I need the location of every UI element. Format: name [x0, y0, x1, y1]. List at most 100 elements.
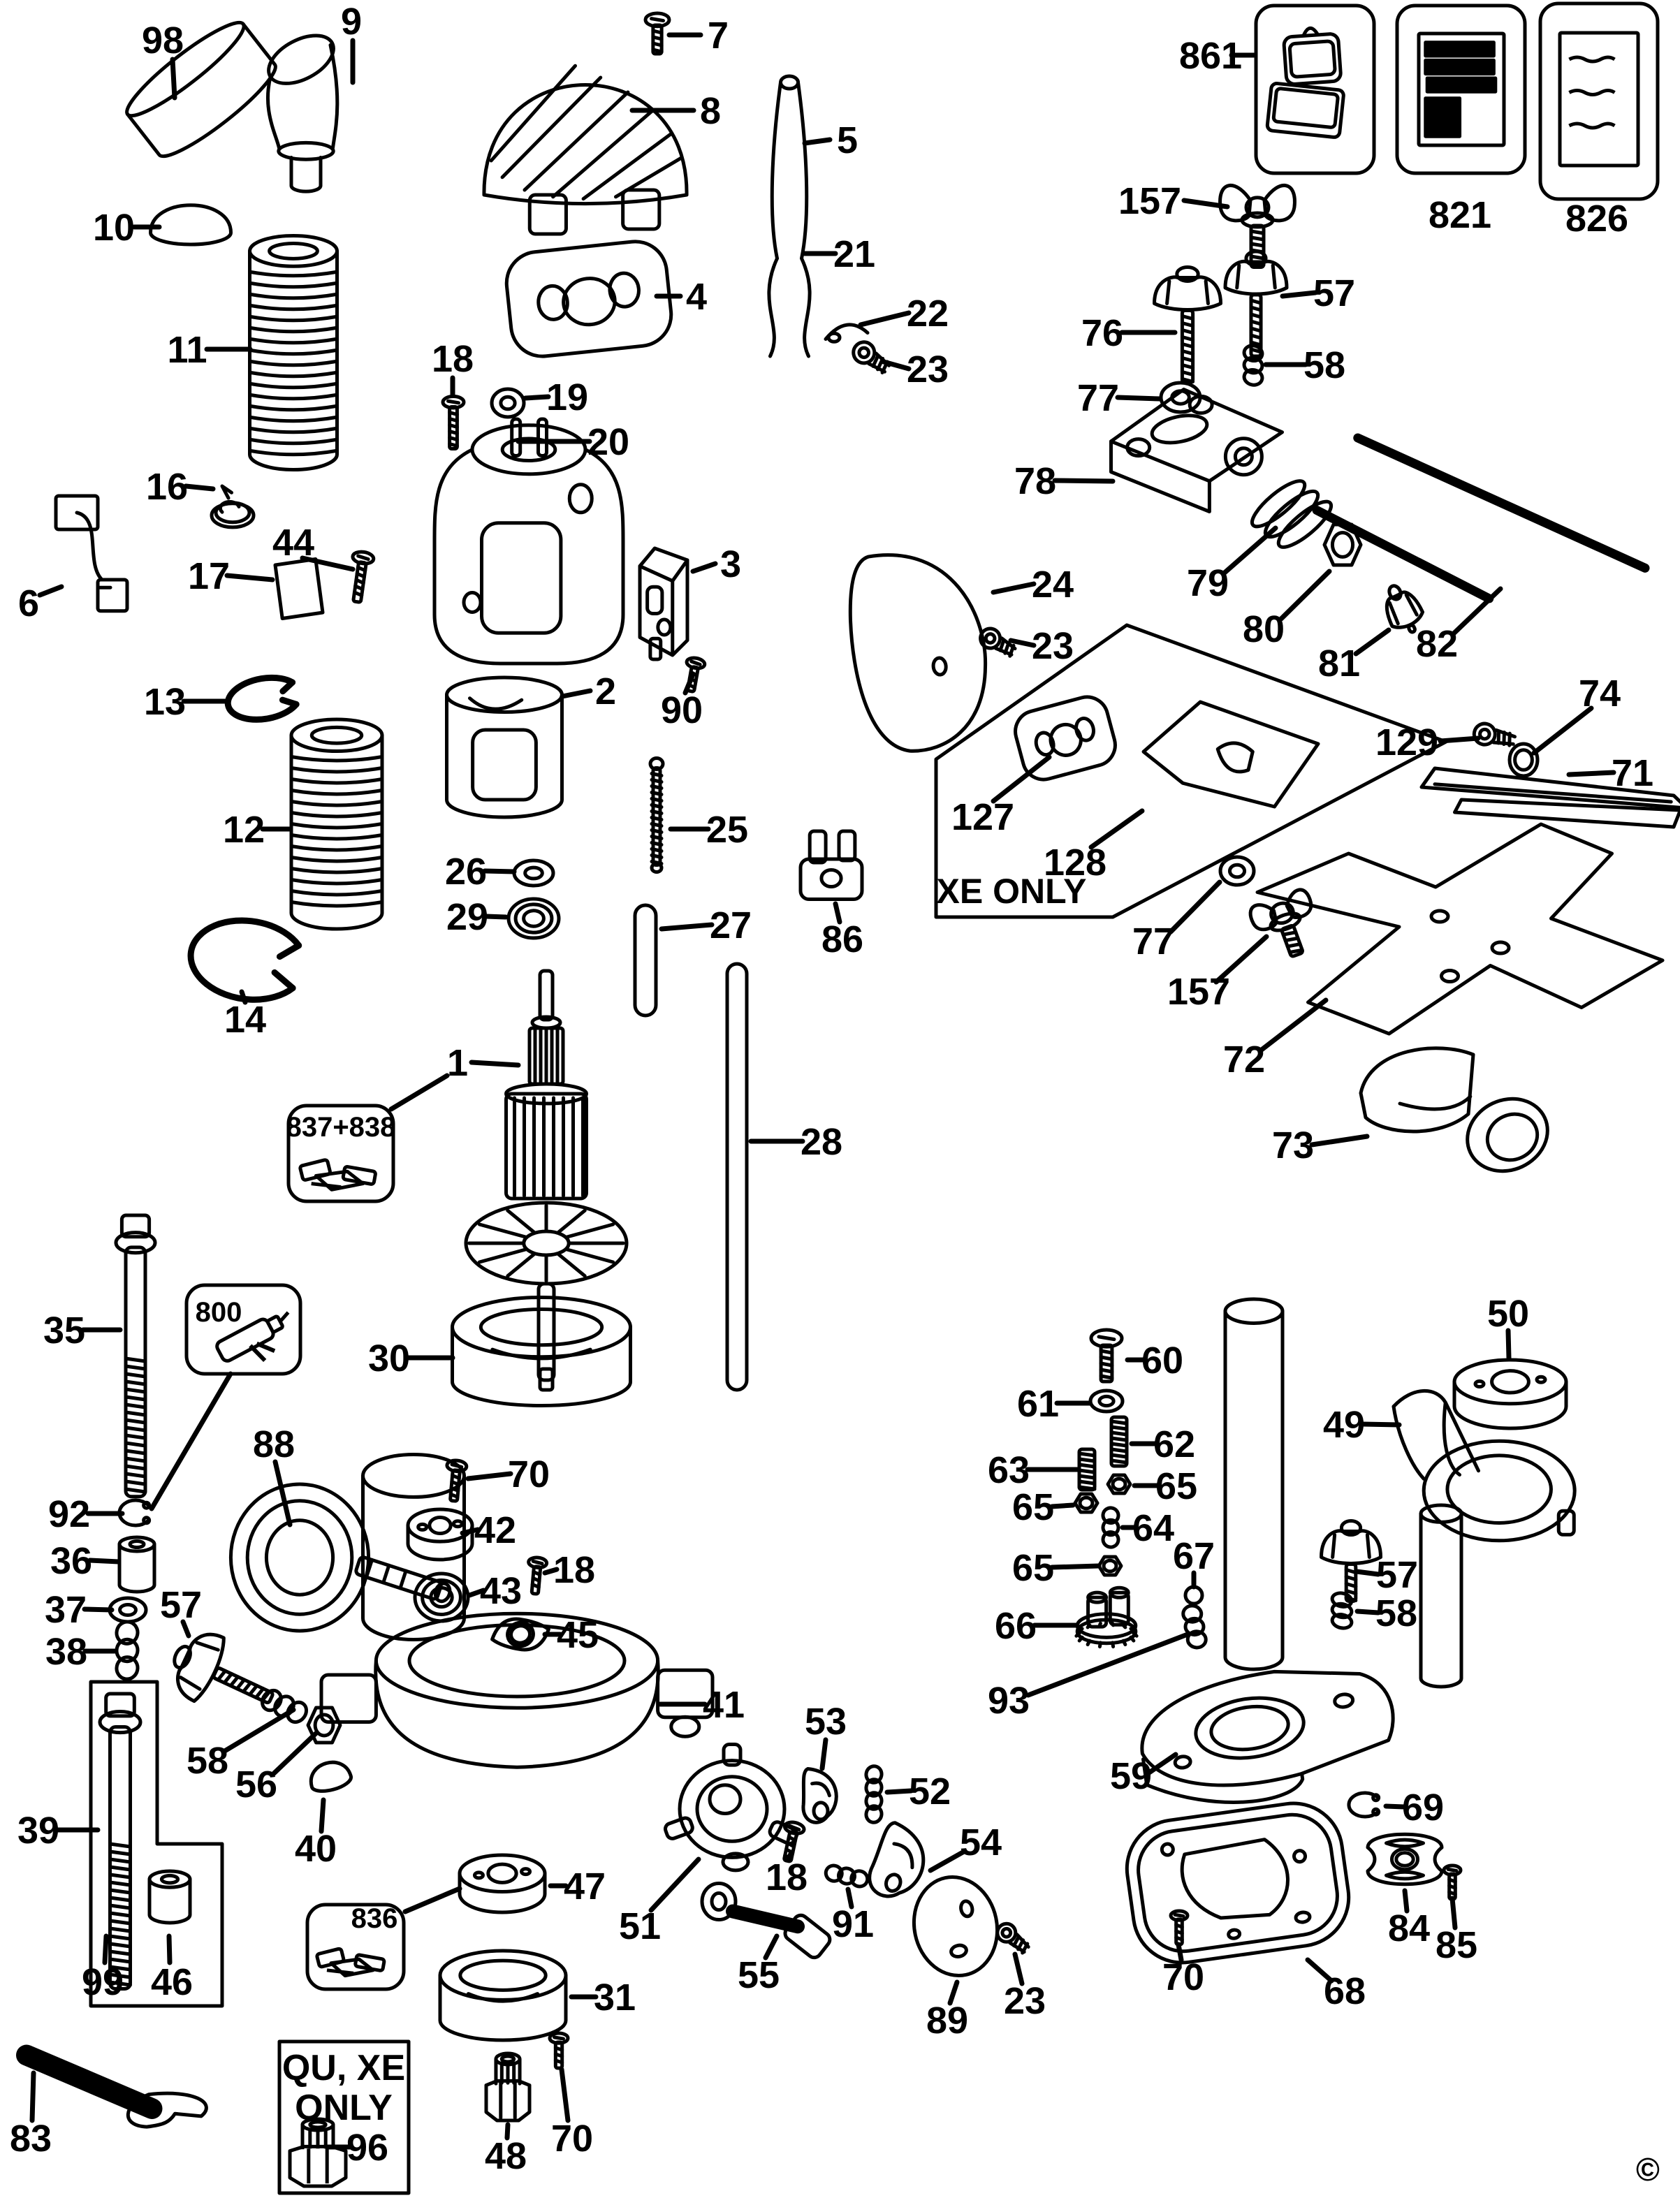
leader-line-44: [300, 555, 356, 572]
part-label-62: 62: [1153, 1423, 1195, 1465]
part-label-81: 81: [1318, 643, 1360, 684]
part-label-35: 35: [43, 1310, 85, 1351]
part-label-30: 30: [368, 1338, 410, 1379]
part-label-17: 17: [188, 555, 230, 597]
grease-gun-icon: [215, 1311, 290, 1363]
part-label-49: 49: [1323, 1404, 1365, 1446]
part-label-127: 127: [951, 796, 1014, 838]
washer-61-part: [1088, 1389, 1125, 1414]
wing-bolt-157-b-part: [1248, 888, 1313, 958]
leader-line-48: [504, 2122, 511, 2141]
nut-56-part: [306, 1706, 342, 1745]
leader-line-36: [87, 1558, 122, 1565]
leader-line-68: [1305, 1957, 1334, 1984]
cap-10-part: [149, 203, 233, 247]
motor-cap-8-part: [482, 64, 689, 236]
part-label-16: 16: [146, 466, 188, 508]
column-tube-41-part: [361, 1453, 466, 1641]
leader-line-6: [37, 584, 64, 598]
depth-bar-55-part: [700, 1882, 832, 1960]
part-label-72: 72: [1223, 1039, 1265, 1080]
leader-line-99: [102, 1933, 109, 1965]
toolbox-icon: [1265, 26, 1345, 139]
part-label-18: 18: [553, 1549, 595, 1591]
inset-qu-xe-only-title-line2: ONLY: [295, 2088, 393, 2128]
bearing-43-part: [413, 1571, 470, 1623]
part-label-86: 86: [821, 918, 863, 960]
inset-leader-line: [402, 1886, 462, 1914]
part-label-18: 18: [432, 338, 474, 380]
part-label-28: 28: [801, 1121, 842, 1163]
spring-58-r-part: [1330, 1591, 1354, 1630]
screw-60-part: [1089, 1328, 1124, 1384]
leader-line-40: [319, 1797, 326, 1834]
inset-800: [184, 1283, 302, 1376]
leader-line-3: [690, 561, 718, 574]
part-label-18: 18: [766, 1856, 808, 1898]
part-label-65: 65: [1012, 1486, 1054, 1528]
leader-line-83: [29, 2070, 36, 2123]
leader-line-157: [1181, 198, 1230, 210]
part-label-52: 52: [909, 1771, 951, 1812]
leader-line-86: [833, 901, 842, 925]
cover-89-part: [912, 1875, 1000, 1978]
part-label-9: 9: [341, 1, 362, 43]
part-label-47: 47: [564, 1866, 606, 1907]
inset-leader-line: [149, 1371, 233, 1511]
part-label-70: 70: [1162, 1956, 1204, 1998]
dust-chute-73-part: [1359, 1046, 1549, 1173]
guide-rods-82-part: [1312, 433, 1650, 603]
part-label-69: 69: [1402, 1787, 1444, 1829]
leader-line-157: [1213, 934, 1269, 985]
part-label-46: 46: [151, 1961, 193, 2003]
parts-layer: [16, 11, 1680, 2129]
inset-xe-only-title: XE ONLY: [937, 872, 1087, 911]
screw-18-top-part: [441, 395, 466, 450]
nut-65-a-part: [1106, 1473, 1132, 1495]
part-label-861: 861: [1179, 35, 1242, 77]
brush-service-kit-icon: [298, 1158, 377, 1192]
brush-service-kit-icon: [315, 1947, 386, 1978]
leader-line-55: [763, 1933, 780, 1961]
part-label-31: 31: [594, 1977, 636, 2019]
leader-line-16: [183, 483, 216, 492]
leader-line-129: [1438, 735, 1481, 744]
bumper-40-part: [309, 1760, 353, 1793]
insert-84-part: [1366, 1832, 1444, 1886]
part-label-20: 20: [587, 421, 629, 463]
part-label-58: 58: [1375, 1592, 1417, 1634]
fence-clamp-78-part: [1109, 388, 1284, 513]
leader-line-18: [542, 1567, 560, 1576]
leader-line-65: [1049, 1502, 1076, 1509]
screw-25-part: [648, 756, 665, 874]
part-label-21: 21: [833, 233, 875, 275]
part-label-77: 77: [1132, 921, 1174, 962]
part-label-93: 93: [988, 1680, 1030, 1722]
nut-80-part: [1322, 522, 1363, 567]
part-label-50: 50: [1487, 1293, 1529, 1335]
flange-47-part: [458, 1853, 547, 1914]
leader-line-89: [947, 1979, 960, 2006]
part-label-40: 40: [295, 1828, 337, 1870]
part-label-84: 84: [1388, 1907, 1430, 1949]
inset-xe-only: [934, 623, 1448, 919]
part-label-57: 57: [160, 1584, 202, 1626]
fence-71-part: [1419, 766, 1680, 829]
leader-line-72: [1259, 997, 1329, 1053]
nut-65-b-part: [1073, 1492, 1100, 1514]
part-label-128: 128: [1044, 842, 1106, 884]
cord-clamp-22-part: [824, 323, 870, 344]
leader-line-56: [270, 1731, 319, 1778]
part-label-88: 88: [253, 1423, 295, 1465]
leader-line-19: [523, 394, 551, 401]
rating-plate-icon: [1417, 31, 1506, 147]
leader-line-24: [991, 581, 1037, 595]
leader-line-2: [560, 688, 593, 699]
part-label-54: 54: [960, 1822, 1002, 1863]
instruction-manual-icon: [1558, 31, 1640, 168]
part-label-11: 11: [167, 329, 207, 371]
part-label-65: 65: [1155, 1465, 1197, 1507]
part-label-51: 51: [619, 1905, 661, 1947]
brake-ring-30-part: [451, 1296, 632, 1407]
